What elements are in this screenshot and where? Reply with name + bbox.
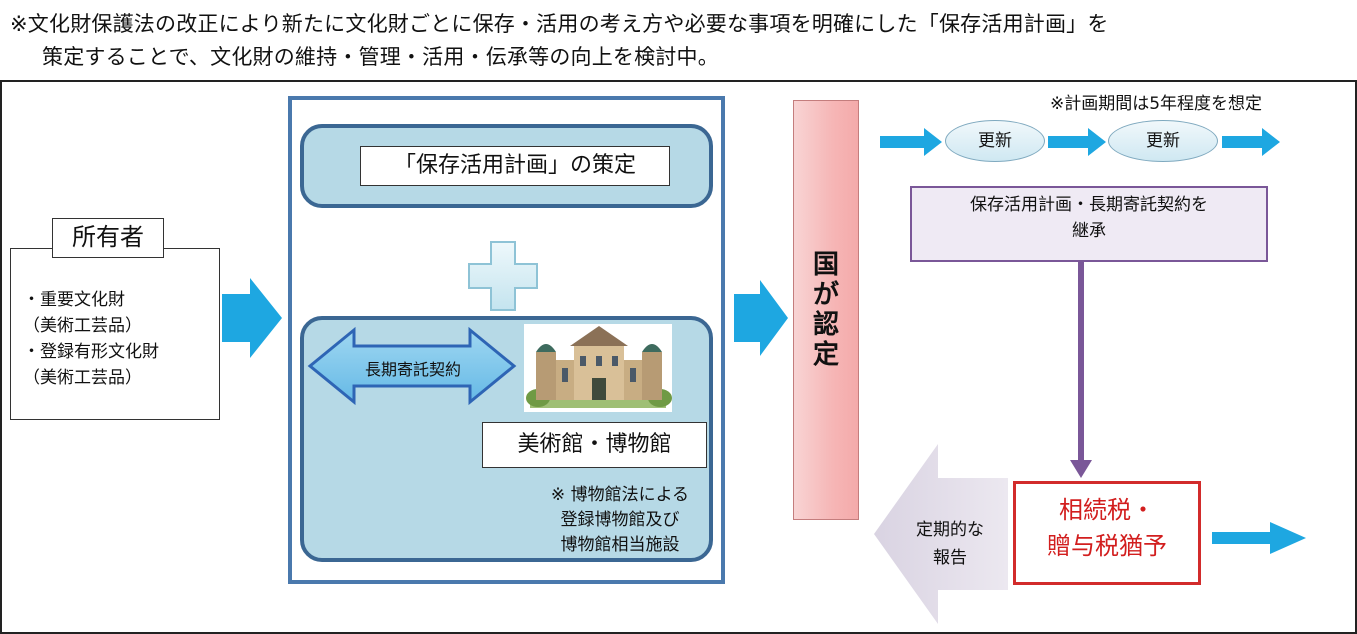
arrow-owner-to-plan — [222, 278, 282, 358]
museum-note: ※ 博物館法による 登録博物館及び 博物館相当施設 — [550, 485, 690, 555]
renewal-ellipse-2: 更新 — [1108, 120, 1218, 162]
header-line-2: 策定することで、文化財の維持・管理・活用・伝承等の向上を検討中。 — [42, 45, 719, 69]
arrow-tax-out — [1212, 522, 1306, 554]
formulation-label: 「保存活用計画」の策定 — [360, 146, 670, 186]
owner-item: （美術工芸品） — [23, 316, 142, 336]
arrow-renew-2 — [1048, 128, 1106, 156]
arrow-renew-1 — [880, 128, 942, 156]
museum-icon — [524, 324, 672, 412]
owner-title: 所有者 — [52, 218, 164, 258]
periodic-report-label: 定期的な 報告 — [916, 520, 984, 568]
diagram-frame — [0, 80, 1357, 634]
state-certification-label: 国 が 認 定 — [812, 250, 839, 370]
owner-item: ・重要文化財 — [23, 290, 125, 310]
header-line-1: ※文化財保護法の改正により新たに文化財ごとに保存・活用の考え方や必要な事項を明確… — [10, 12, 1109, 36]
state-certification-bar — [793, 100, 859, 520]
renewal-ellipse-1: 更新 — [945, 120, 1045, 162]
museum-label: 美術館・博物館 — [482, 422, 707, 468]
tax-deferral-box: 相続税・ 贈与税猶予 — [1013, 481, 1201, 585]
inherit-box: 保存活用計画・長期寄託契約を 継承 — [910, 186, 1268, 262]
owner-box: ・重要文化財 （美術工芸品） ・登録有形文化財 （美術工芸品） — [10, 248, 220, 420]
arrow-plan-to-state — [734, 280, 788, 356]
arrow-periodic-report — [874, 444, 1008, 624]
double-arrow-icon — [307, 326, 517, 406]
arrow-renew-3 — [1222, 128, 1280, 156]
plus-icon — [468, 241, 538, 311]
owner-item: ・登録有形文化財 — [23, 342, 159, 362]
contract-label: 長期寄託契約 — [364, 360, 461, 379]
plan-period-note: ※計画期間は5年程度を想定 — [1050, 94, 1263, 114]
owner-item: （美術工芸品） — [23, 368, 142, 388]
